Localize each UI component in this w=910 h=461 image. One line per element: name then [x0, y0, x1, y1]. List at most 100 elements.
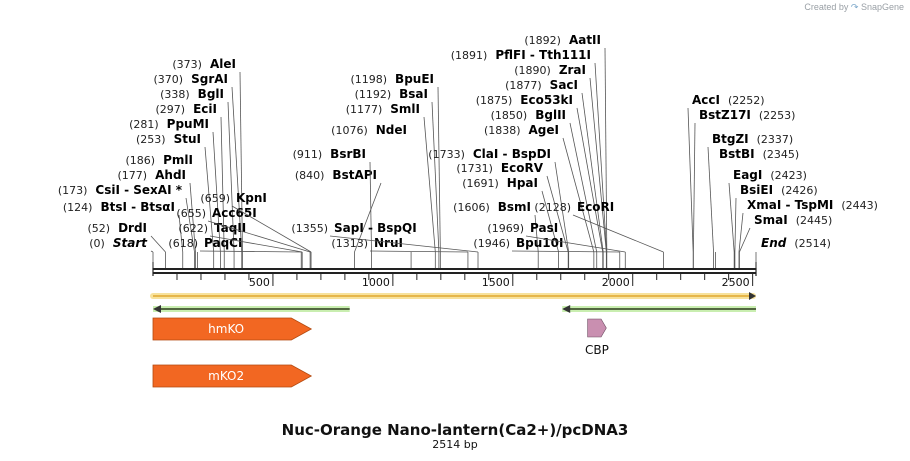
feature-hmko-arrow [152, 317, 313, 341]
site-position: (124) [63, 201, 93, 214]
site-name: BstZ17I [699, 108, 751, 122]
site-name: EcoRI [577, 200, 614, 214]
site-position: (2253) [759, 109, 796, 122]
site-name: PaqCI [204, 236, 242, 250]
site-leader [546, 175, 569, 253]
site-name: EagI [733, 168, 762, 182]
site-leader [423, 116, 436, 253]
site-leader [178, 214, 184, 253]
primer-arrowhead [153, 305, 161, 313]
site-name: EcoRV [501, 161, 544, 175]
site-name: AgeI [529, 123, 559, 137]
site-name: AatII [569, 33, 601, 47]
site-leader [739, 227, 751, 253]
site-leader [576, 107, 604, 253]
site-leader [437, 86, 441, 253]
site-leader [738, 212, 744, 253]
site-leader [220, 116, 225, 253]
site-leader [199, 250, 302, 253]
ruler-label: 1500 [482, 276, 510, 289]
snapgene-credit: Created by ↷ SnapGene [804, 2, 904, 13]
site-position: (1731) [456, 162, 493, 175]
site-leader [239, 71, 243, 253]
site-name: BstBI [719, 147, 755, 161]
site-position: (840) [295, 169, 325, 182]
site-position: (1192) [355, 88, 392, 101]
site-position: (1850) [491, 109, 528, 122]
site-name: BstAPI [332, 168, 377, 182]
site-position: (1198) [350, 73, 387, 86]
site-name: BsrBI [330, 147, 366, 161]
site-name: SapI - BspQI [334, 221, 417, 235]
site-name: BsmI [498, 200, 531, 214]
site-position: (1177) [346, 103, 383, 116]
site-name: SmaI [754, 213, 788, 227]
site-name: PmlI [163, 153, 193, 167]
site-position: (2514) [794, 237, 831, 250]
site-leader [329, 235, 479, 253]
site-leader [204, 146, 215, 253]
site-name: Eco53kI [520, 93, 573, 107]
site-leader [604, 47, 608, 253]
map-subtitle: 2514 bp [432, 438, 478, 451]
site-name: CsiI - SexAI * [95, 183, 182, 197]
site-name: SmlI [390, 102, 420, 116]
site-position: (2252) [728, 94, 765, 107]
site-name: EciI [193, 102, 217, 116]
site-leader [525, 235, 626, 253]
site-position: (173) [58, 184, 88, 197]
ruler-label: 2500 [722, 276, 750, 289]
site-leader [150, 235, 166, 253]
site-position: (297) [156, 103, 186, 116]
site-leader [231, 86, 243, 253]
site-leader [431, 101, 440, 253]
site-position: (659) [200, 192, 230, 205]
site-leader [185, 197, 195, 253]
site-name: BtgZI [712, 132, 749, 146]
feature-label: hmKO [208, 322, 244, 336]
site-name: End [761, 236, 787, 250]
site-name: HpaI [507, 176, 538, 190]
site-name: NdeI [376, 123, 407, 137]
site-position: (911) [293, 148, 323, 161]
map-title: Nuc-Orange Nano-lantern(Ca2+)/pcDNA3 [281, 421, 629, 439]
site-name: BtsI - BtsαI [100, 200, 175, 214]
snapgene-logo-icon: ↷ [850, 2, 859, 12]
site-position: (370) [154, 73, 184, 86]
site-leader [150, 250, 154, 253]
site-name: BpuEI [395, 72, 434, 86]
site-leader [572, 214, 664, 253]
site-leader [369, 161, 372, 253]
site-leader [692, 122, 696, 253]
site-position: (2345) [763, 148, 800, 161]
site-position: (2128) [534, 201, 571, 214]
site-name: AleI [210, 57, 236, 71]
site-name: PasI [530, 221, 558, 235]
feature-label: mKO2 [208, 369, 244, 383]
ruler-label: 1000 [362, 276, 390, 289]
site-position: (2423) [770, 169, 807, 182]
site-position: (1890) [514, 64, 551, 77]
site-position: (2445) [796, 214, 833, 227]
site-position: (281) [129, 118, 159, 131]
site-position: (338) [160, 88, 190, 101]
credit-prefix: Created by [804, 2, 849, 12]
site-name: StuI [174, 132, 201, 146]
credit-brand: SnapGene [860, 2, 904, 12]
site-leader [687, 107, 694, 253]
site-position: (1875) [476, 94, 513, 107]
site-position: (1892) [524, 34, 561, 47]
site-name: Start [113, 236, 148, 250]
site-name: BglII [535, 108, 566, 122]
site-position: (52) [87, 222, 110, 235]
site-position: (186) [126, 154, 156, 167]
site-leader [728, 182, 735, 253]
site-leader [189, 182, 196, 253]
site-position: (2426) [781, 184, 818, 197]
site-leader [594, 62, 607, 253]
site-name: AhdI [155, 168, 186, 182]
site-leader [209, 235, 303, 253]
site-position: (1355) [291, 222, 328, 235]
site-name: ZraI [559, 63, 586, 77]
site-name: SgrAI [191, 72, 228, 86]
